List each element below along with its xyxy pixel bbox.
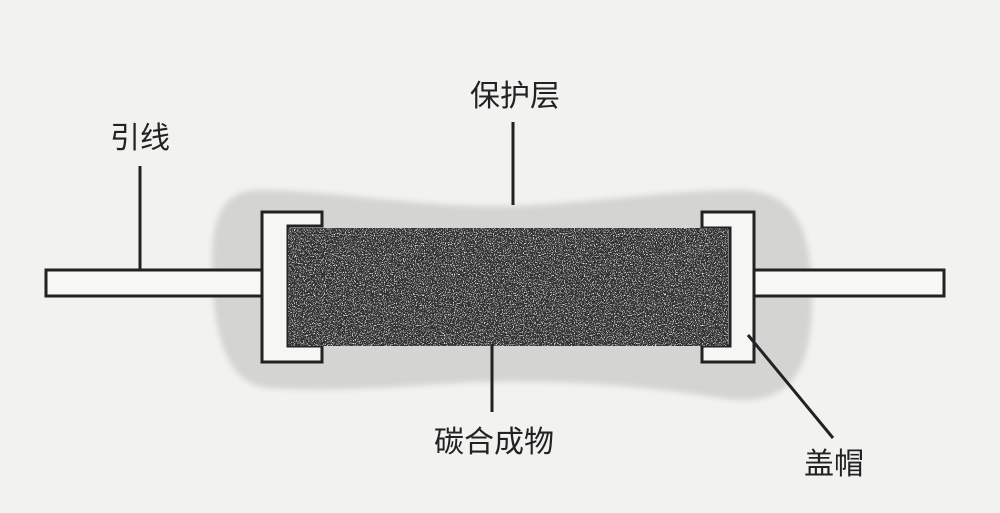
carbon-composition-label: 碳合成物 [434,425,554,460]
protective-layer-label: 保护层 [470,79,560,114]
end-cap-label: 盖帽 [804,447,864,482]
left-lead-wire [44,268,270,298]
right-lead-wire [746,268,946,298]
lead-label: 引线 [110,121,170,156]
end-cap-leader-line [746,334,835,439]
carbon-core [288,228,728,346]
right-end-cap [700,210,756,364]
